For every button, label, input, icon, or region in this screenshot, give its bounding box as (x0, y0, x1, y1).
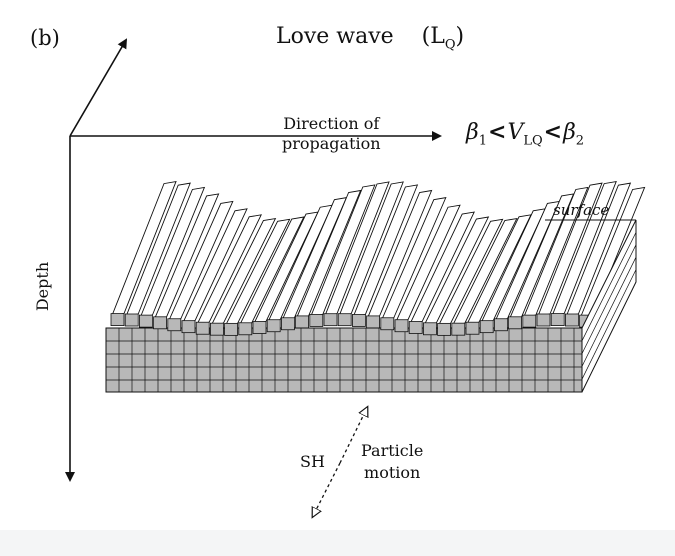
slat-end-block (351, 314, 366, 327)
beta-1-subscript: 1 (478, 133, 487, 149)
slat-end-block (394, 319, 409, 333)
slat-end-block (167, 318, 182, 332)
slat-end-block (181, 320, 196, 334)
front-face (105, 327, 583, 393)
less-than-2: < (543, 119, 563, 145)
particle-motion-label: Particle motion (361, 440, 423, 484)
slat-end-block (437, 322, 452, 336)
slat-end-block (153, 316, 168, 330)
beta-2: β (563, 120, 576, 145)
slat-end-block (536, 313, 551, 327)
subsurface-block-grid (105, 327, 583, 393)
beta-1: β (466, 120, 479, 145)
slat-end-block (422, 322, 437, 336)
side-layer-line (581, 269, 637, 380)
diagonal-axis-arrow (69, 38, 128, 137)
block-outline (545, 219, 637, 393)
sh-label: SH (300, 452, 325, 471)
slat-end-block (224, 322, 239, 336)
slat-end-block (138, 314, 153, 328)
less-than-1: < (488, 119, 507, 145)
slat-end-block (209, 322, 224, 336)
slat-end-block (565, 313, 579, 327)
love-velocity-subscript: LQ (523, 133, 543, 149)
beta-2-subscript: 2 (575, 133, 585, 149)
slat-end-block (508, 316, 523, 330)
slat-end-block (266, 319, 281, 333)
slat-end-block (451, 322, 466, 336)
slat-end-block (493, 318, 508, 332)
wave-title-main: Love wave (276, 24, 394, 49)
slat-end-block (323, 313, 338, 327)
side-layer-line (581, 232, 637, 341)
direction-line-2: propagation (282, 134, 381, 153)
slat-end-block (366, 315, 381, 329)
slat-end-block (550, 313, 565, 327)
slat-end-block (408, 321, 423, 334)
right-side-face (581, 219, 637, 393)
slat-end-block (124, 313, 139, 327)
particle-motion-arrow (314, 410, 366, 514)
slat-end-block (522, 314, 537, 328)
slat-end-block (295, 315, 310, 329)
wave-symbol: L (430, 24, 445, 49)
slat-end-block (479, 320, 494, 334)
wave-title: Love wave (LQ) (276, 24, 465, 53)
slat-end-block (280, 317, 295, 331)
love-wave-diagram (65, 38, 646, 530)
depth-axis-label: Depth (33, 261, 53, 312)
panel-label: (b) (30, 26, 60, 50)
love-velocity: V (507, 120, 524, 145)
side-layer-line (581, 244, 637, 354)
slat-end-block (252, 321, 267, 334)
slat-end-block (309, 314, 324, 327)
surface-label: surface (553, 201, 610, 219)
velocity-condition: β1<VLQ<β2 (466, 119, 584, 148)
wave-symbol-subscript: Q (444, 37, 456, 53)
axes (65, 38, 442, 482)
particle-motion-line-2: motion (364, 463, 421, 482)
slat-end-block (238, 322, 253, 336)
slat-end-block (195, 321, 210, 335)
slat-end-block (380, 317, 395, 331)
particle-motion-line-1: Particle (361, 441, 424, 460)
slat-end-block (465, 321, 480, 335)
slat-end-block (337, 313, 352, 327)
direction-line-1: Direction of (283, 114, 380, 133)
side-layer-line (581, 257, 637, 367)
slat-end-block (110, 313, 125, 327)
surface-wave-slats (110, 181, 646, 336)
